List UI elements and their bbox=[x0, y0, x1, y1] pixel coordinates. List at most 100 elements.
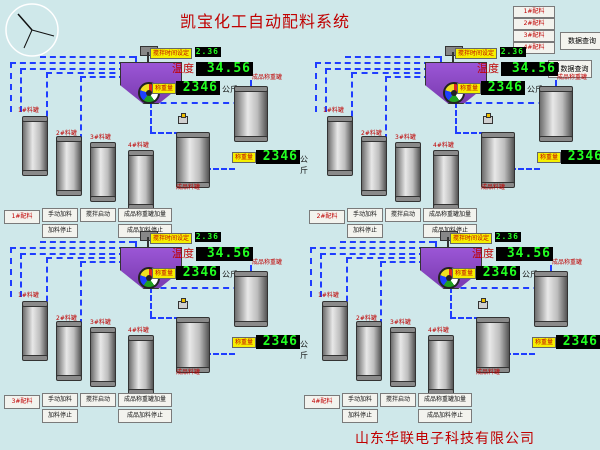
tank-3-label: 3#料罐 bbox=[90, 134, 111, 141]
product-tank[interactable] bbox=[481, 132, 515, 188]
discharge-valve[interactable] bbox=[483, 113, 493, 124]
feed-stop-button[interactable]: 加料停止 bbox=[347, 224, 383, 238]
mix-start-button[interactable]: 搅拌启动 bbox=[80, 393, 116, 407]
product-tank-label: 成品料罐 bbox=[176, 369, 201, 376]
temperature-label: 温度 bbox=[172, 62, 194, 75]
product-weigh-tank-label: 成品称重罐 bbox=[557, 74, 588, 81]
page-title: 凯宝化工自动配料系统 bbox=[180, 12, 351, 31]
product-weigh-tank[interactable] bbox=[534, 271, 568, 327]
product-weigh-tank[interactable] bbox=[234, 86, 268, 142]
product-weigh-add-button[interactable]: 成品称重罐加量 bbox=[118, 208, 172, 222]
product-feed-stop-button[interactable]: 成品加料停止 bbox=[418, 409, 472, 423]
manual-feed-button[interactable]: 手动加料 bbox=[42, 208, 78, 222]
recipe-button[interactable]: 2#配料 bbox=[309, 210, 345, 224]
mix-time-display[interactable]: 2.36 bbox=[500, 47, 526, 57]
product-weigh-tank[interactable] bbox=[539, 86, 573, 142]
tank-3[interactable] bbox=[90, 327, 116, 387]
tank-3[interactable] bbox=[395, 142, 421, 202]
tank-4-label: 4#料罐 bbox=[428, 327, 449, 334]
tank-2[interactable] bbox=[56, 321, 82, 381]
discharge-valve[interactable] bbox=[178, 113, 188, 124]
recipe-button[interactable]: 1#配料 bbox=[4, 210, 40, 224]
product-tank[interactable] bbox=[476, 317, 510, 373]
tank-2-label: 2#料罐 bbox=[356, 315, 377, 322]
tank-2[interactable] bbox=[361, 136, 387, 196]
tank-4[interactable] bbox=[433, 150, 459, 210]
tank-1[interactable] bbox=[22, 301, 48, 361]
product-weigh-add-button[interactable]: 成品称重罐加量 bbox=[423, 208, 477, 222]
product-feed-stop-button[interactable]: 成品加料停止 bbox=[118, 409, 172, 423]
mix-time-label: 搅拌时间设定 bbox=[150, 233, 193, 244]
recipe-3-button[interactable]: 3#配料 bbox=[513, 30, 555, 42]
company-name: 山东华联电子科技有限公司 bbox=[355, 431, 535, 447]
tank-2-label: 2#料罐 bbox=[56, 130, 77, 137]
temperature-label: 温度 bbox=[477, 62, 499, 75]
feed-stop-button[interactable]: 加料停止 bbox=[342, 409, 378, 423]
manual-feed-button[interactable]: 手动加料 bbox=[42, 393, 78, 407]
temperature-display: 34.56 bbox=[501, 62, 558, 76]
mixer-shaft bbox=[452, 52, 454, 68]
tank-2[interactable] bbox=[56, 136, 82, 196]
output-weight-display: 2346 bbox=[256, 150, 300, 164]
output-weight-label: 称重量 bbox=[232, 337, 257, 348]
tank-1[interactable] bbox=[22, 116, 48, 176]
discharge-valve[interactable] bbox=[178, 298, 188, 309]
mix-time-display[interactable]: 2.36 bbox=[495, 232, 521, 242]
mix-time-label: 搅拌时间设定 bbox=[455, 48, 498, 59]
clock-icon bbox=[5, 3, 59, 57]
recipe-button[interactable]: 4#配料 bbox=[304, 395, 340, 409]
product-weigh-add-button[interactable]: 成品称重罐加量 bbox=[118, 393, 172, 407]
tank-1[interactable] bbox=[327, 116, 353, 176]
product-tank[interactable] bbox=[176, 317, 210, 373]
weight-unit: 公斤 bbox=[222, 85, 238, 94]
recipe-1-button[interactable]: 1#配料 bbox=[513, 6, 555, 18]
tank-4-label: 4#料罐 bbox=[128, 327, 149, 334]
discharge-valve[interactable] bbox=[478, 298, 488, 309]
tank-1[interactable] bbox=[322, 301, 348, 361]
output-weight-unit: 公斤 bbox=[300, 155, 308, 175]
mix-time-display[interactable]: 2.36 bbox=[195, 47, 221, 57]
tank-4[interactable] bbox=[128, 150, 154, 210]
recipe-button[interactable]: 3#配料 bbox=[4, 395, 40, 409]
mixing-panel-3: 1#料罐 2#料罐 3#料罐 4#料罐 搅拌时间设定 2.36 温度 34.56… bbox=[0, 175, 308, 423]
output-weight-unit: 公斤 bbox=[300, 340, 308, 360]
product-weigh-add-button[interactable]: 成品称重罐加量 bbox=[418, 393, 472, 407]
product-tank-label: 成品料罐 bbox=[176, 184, 201, 191]
weight-display: 2346 bbox=[176, 81, 220, 95]
output-weight-display: 2346 bbox=[256, 335, 300, 349]
recipe-2-button[interactable]: 2#配料 bbox=[513, 18, 555, 30]
tank-3-label: 3#料罐 bbox=[395, 134, 416, 141]
output-weight-display: 2346 bbox=[556, 335, 600, 349]
mixer-shaft bbox=[147, 52, 149, 68]
product-weigh-tank[interactable] bbox=[234, 271, 268, 327]
data-query-button[interactable]: 数据查询 bbox=[560, 32, 600, 50]
feed-stop-button[interactable]: 加料停止 bbox=[42, 224, 78, 238]
tank-4[interactable] bbox=[128, 335, 154, 395]
mix-start-button[interactable]: 搅拌启动 bbox=[380, 393, 416, 407]
product-tank-label: 成品料罐 bbox=[481, 184, 506, 191]
mix-start-button[interactable]: 搅拌启动 bbox=[385, 208, 421, 222]
manual-feed-button[interactable]: 手动加料 bbox=[347, 208, 383, 222]
tank-2-label: 2#料罐 bbox=[56, 315, 77, 322]
mix-time-display[interactable]: 2.36 bbox=[195, 232, 221, 242]
tank-3-label: 3#料罐 bbox=[390, 319, 411, 326]
tank-3[interactable] bbox=[390, 327, 416, 387]
temperature-display: 34.56 bbox=[196, 62, 253, 76]
temperature-label: 温度 bbox=[172, 247, 194, 260]
tank-2[interactable] bbox=[356, 321, 382, 381]
weight-display: 2346 bbox=[476, 266, 520, 280]
output-weight-display: 2346 bbox=[561, 150, 600, 164]
tank-3[interactable] bbox=[90, 142, 116, 202]
tank-3-label: 3#料罐 bbox=[90, 319, 111, 326]
weight-label: 称重量 bbox=[452, 268, 477, 279]
mixer-shaft bbox=[147, 237, 149, 253]
mix-start-button[interactable]: 搅拌启动 bbox=[80, 208, 116, 222]
feed-stop-button[interactable]: 加料停止 bbox=[42, 409, 78, 423]
mix-time-label: 搅拌时间设定 bbox=[450, 233, 493, 244]
manual-feed-button[interactable]: 手动加料 bbox=[342, 393, 378, 407]
tank-4[interactable] bbox=[428, 335, 454, 395]
tank-4-label: 4#料罐 bbox=[433, 142, 454, 149]
product-tank[interactable] bbox=[176, 132, 210, 188]
tank-2-label: 2#料罐 bbox=[361, 130, 382, 137]
product-weigh-tank-label: 成品称重罐 bbox=[252, 74, 283, 81]
